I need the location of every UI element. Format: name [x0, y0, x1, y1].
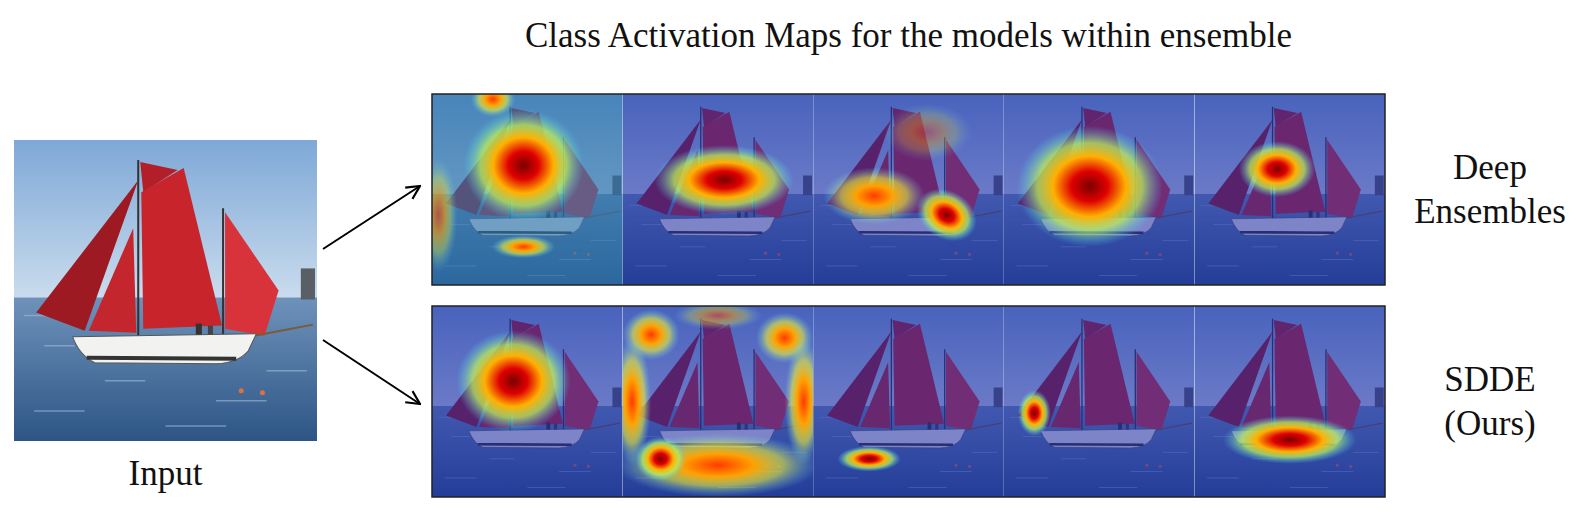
- arrow-connector: [323, 340, 420, 404]
- row-label: SDDE (Ours): [1402, 358, 1578, 446]
- cam-panel: [432, 306, 623, 497]
- figure-title: Class Activation Maps for the models wit…: [432, 14, 1385, 58]
- panel-border: [432, 94, 1385, 285]
- cam-panel: [813, 306, 1004, 497]
- cam-panel: [1194, 306, 1385, 497]
- cam-panel: [1004, 94, 1195, 285]
- row-label: Input: [14, 452, 317, 496]
- row-label: Deep Ensembles: [1402, 146, 1578, 234]
- cam-row: Deep Ensembles: [432, 94, 1585, 285]
- input-photo: [14, 140, 317, 441]
- panel-border: [432, 306, 1385, 497]
- cam-panel: [419, 81, 622, 285]
- cam-panel: [1194, 94, 1385, 285]
- cam-panel: [613, 302, 823, 497]
- cam-panel: [813, 94, 1004, 285]
- arrow-connector: [323, 186, 420, 249]
- cam-panel: [1004, 306, 1195, 497]
- cam-row: SDDE (Ours): [432, 306, 1585, 497]
- input-panel: Input: [14, 140, 317, 441]
- cam-panel: [623, 94, 814, 285]
